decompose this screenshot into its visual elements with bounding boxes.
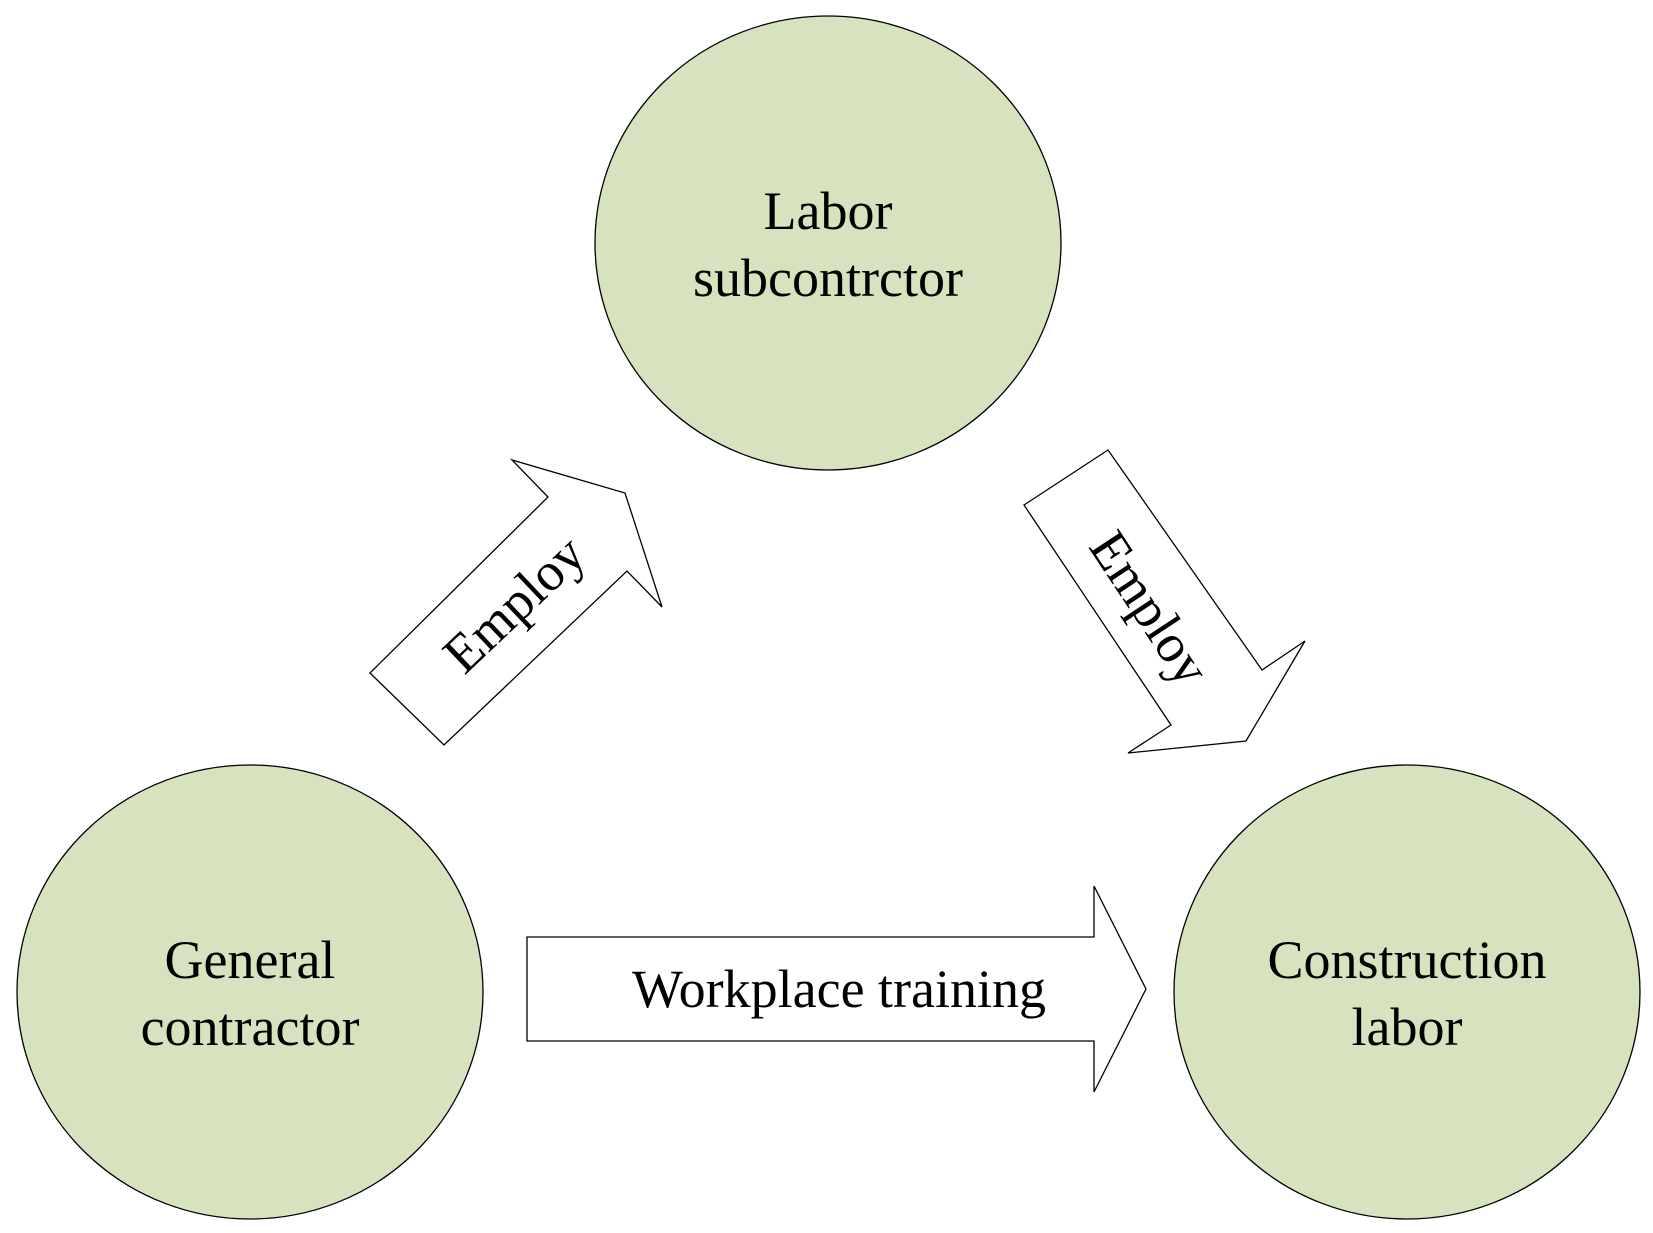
node-label-general-line2: contractor: [141, 997, 360, 1057]
node-general-contractor: General contractor: [16, 764, 484, 1220]
node-label-labor-line1: Construction: [1268, 930, 1547, 990]
node-label-subcontractor-line1: Labor: [764, 181, 893, 241]
node-labor-subcontractor: Labor subcontrctor: [594, 15, 1062, 471]
edge-general-to-labor: Workplace training: [526, 885, 1147, 1093]
node-circle-construction-labor: [1173, 764, 1641, 1220]
employ-arrow-down-right: [1023, 449, 1306, 754]
node-label-labor-line2: labor: [1352, 997, 1463, 1057]
edge-label-workplace-training: Workplace training: [632, 959, 1046, 1019]
node-label-subcontractor-line2: subcontrctor: [693, 248, 963, 308]
node-construction-labor: Construction labor: [1173, 764, 1641, 1220]
training-arrow-right: [526, 885, 1147, 1093]
edge-general-to-subcontractor: Employ: [369, 458, 663, 746]
edge-subcontractor-to-labor: Employ: [1023, 449, 1306, 754]
node-circle-general-contractor: [16, 764, 484, 1220]
node-label-general-line1: General: [165, 930, 336, 990]
employ-arrow-up-right: [369, 458, 663, 746]
node-circle-subcontractor: [594, 15, 1062, 471]
